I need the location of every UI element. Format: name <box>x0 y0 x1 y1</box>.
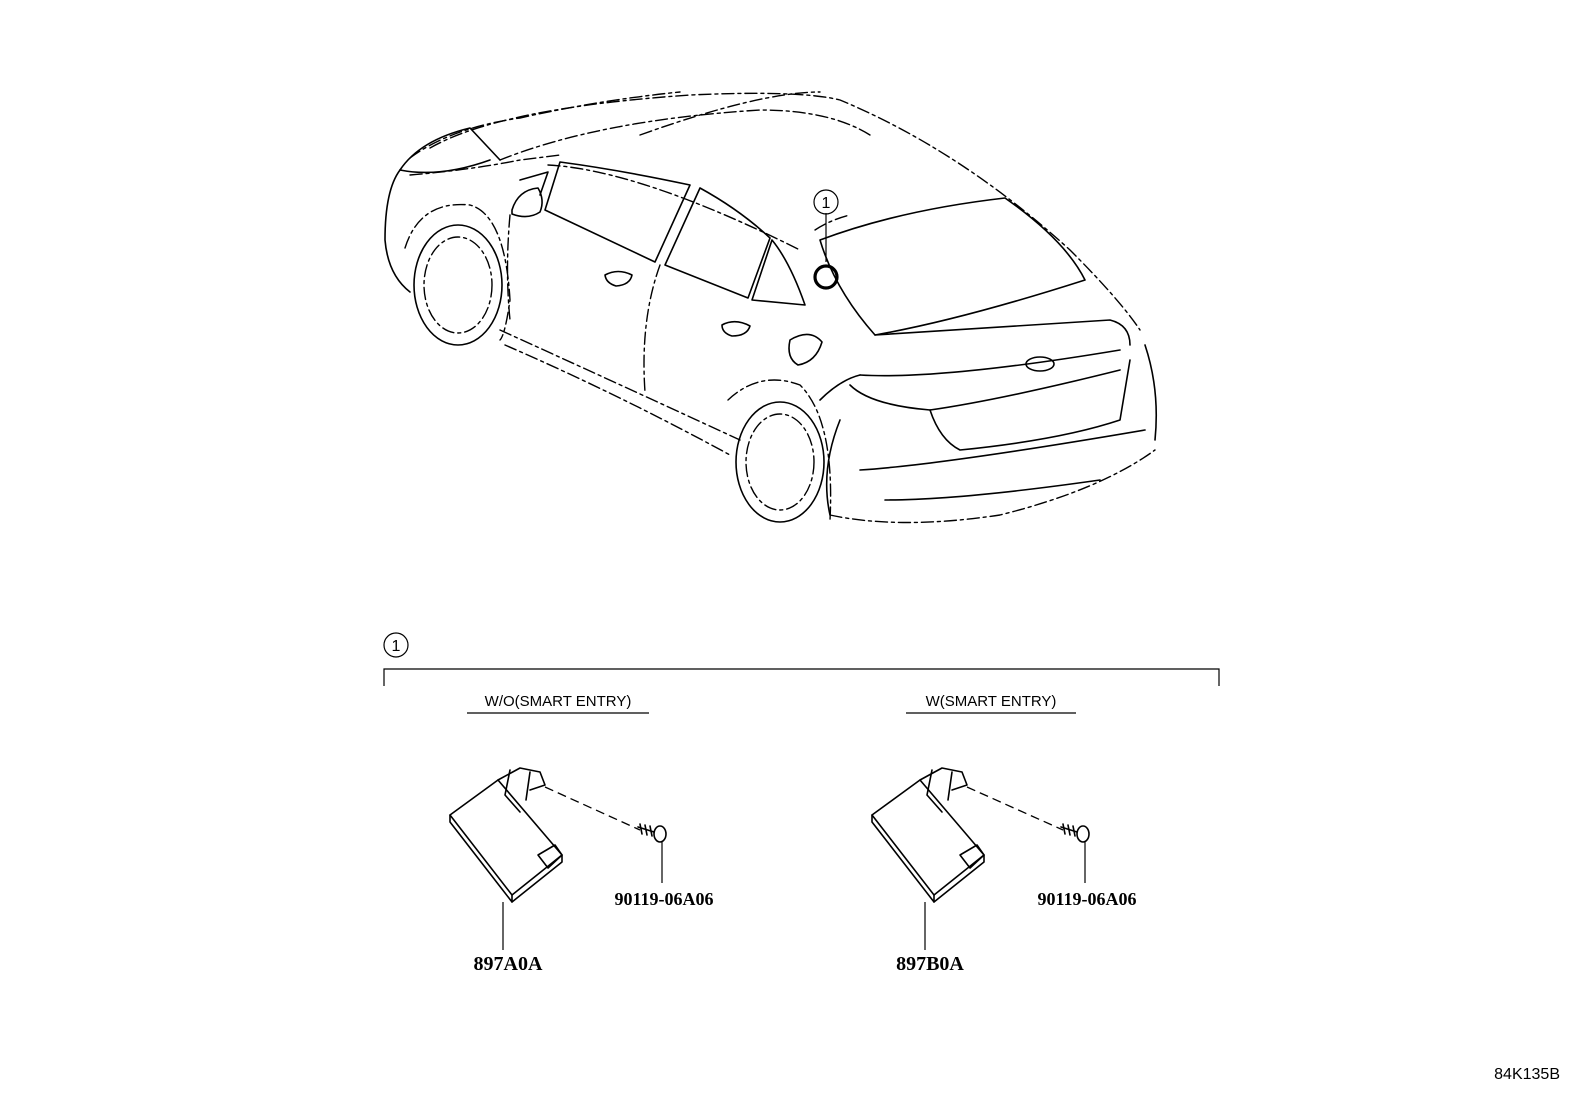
variant-without-smart-entry: W/O(SMART ENTRY) 90119-06A06 897A0A <box>449 693 714 975</box>
drawing-code: 84K135B <box>1494 1066 1560 1083</box>
variant-condition-label: W/O(SMART ENTRY) <box>485 693 632 710</box>
screw-part-number: 90119-06A06 <box>615 889 714 909</box>
variant-with-smart-entry: W(SMART ENTRY) 90119-06A06 897B0A <box>871 693 1137 975</box>
callout-circle <box>813 189 839 215</box>
module-part-number: 897A0A <box>474 953 543 975</box>
control-module-icon <box>449 767 563 903</box>
control-module-icon <box>871 767 985 903</box>
screw-icon <box>1060 823 1090 883</box>
module-location-marker <box>813 264 839 290</box>
callout-circle <box>383 632 409 658</box>
module-part-number: 897B0A <box>896 953 964 975</box>
callout-number-bracket: 1 <box>392 638 401 655</box>
screw-icon <box>637 823 667 883</box>
screw-part-number: 90119-06A06 <box>1038 889 1137 909</box>
variant-condition-label: W(SMART ENTRY) <box>926 693 1057 710</box>
car-illustration: 1 <box>384 91 1157 524</box>
variants-bracket: 1 <box>383 632 1220 686</box>
callout-number-car: 1 <box>822 195 831 212</box>
